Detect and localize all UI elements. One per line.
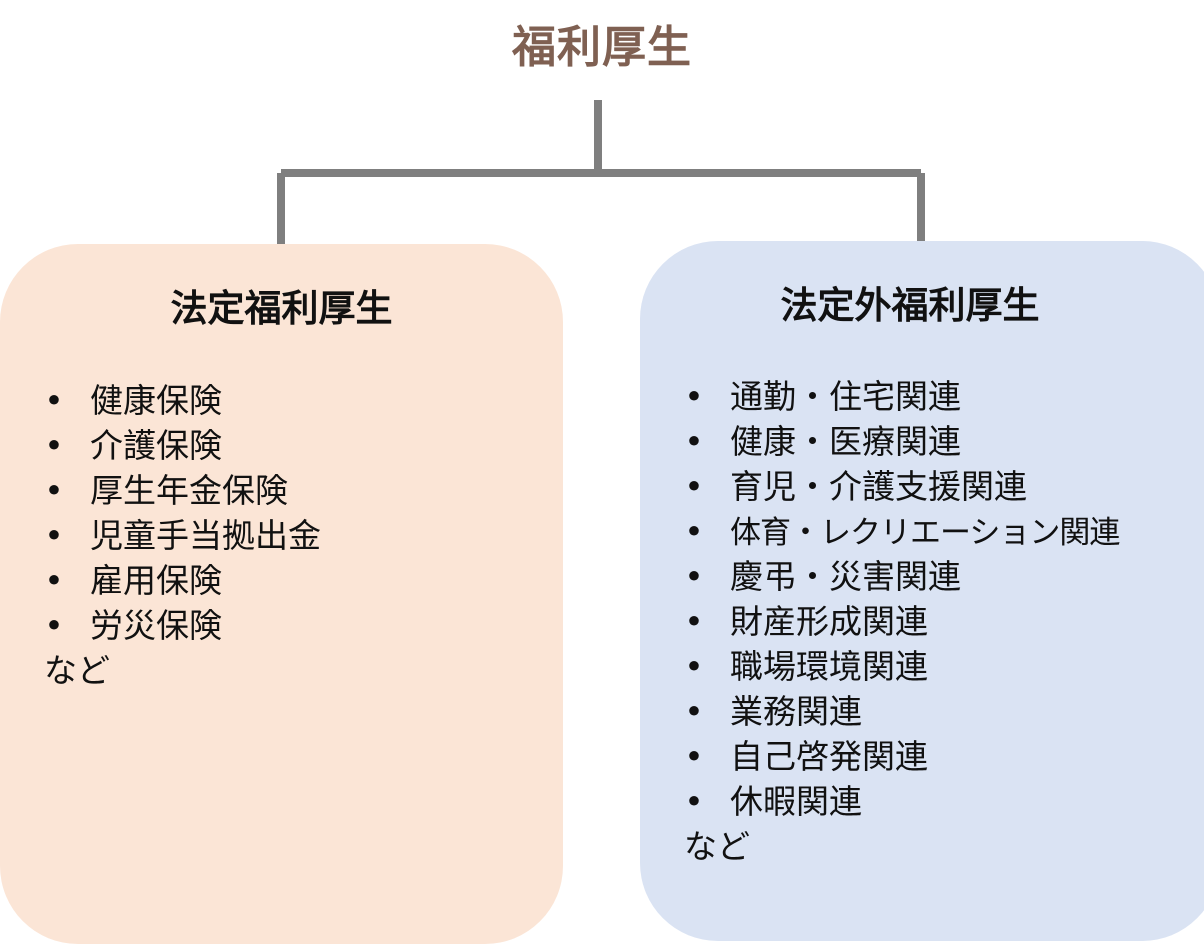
list-item: • 業務関連: [684, 689, 1119, 734]
list-item: • 職場環境関連: [684, 644, 1119, 689]
list-item: • 介護保険: [44, 423, 321, 468]
list-item: • 厚生年金保険: [44, 468, 321, 513]
non-statutory-welfare-list: • 通勤・住宅関連 • 健康・医療関連 • 育児・介護支援関連 • 体育・レクリエーショ…: [684, 374, 1120, 869]
list-tail-text: など: [44, 651, 110, 690]
list-item: • 休暇関連: [684, 779, 1119, 824]
list-item: • 体育・レクリエーション関連: [684, 509, 1120, 554]
non-statutory-welfare-box: 法定外福利厚生 • 通勤・住宅関連 • 健康・医療関連 • 育児・介護支援関連 • 体育…: [640, 241, 1204, 941]
bullet-icon: •: [44, 561, 64, 600]
bullet-icon: •: [44, 516, 64, 555]
bullet-icon: •: [44, 381, 64, 420]
list-item-label: 厚生年金保険: [90, 471, 288, 510]
bullet-icon: •: [684, 557, 704, 596]
bullet-icon: •: [44, 426, 64, 465]
list-item: • 通勤・住宅関連: [684, 374, 1119, 419]
list-item-label: 健康・医療関連: [730, 422, 961, 461]
list-item-label: 雇用保険: [90, 561, 222, 600]
list-item-label: 体育・レクリエーション関連: [730, 515, 1120, 551]
bullet-icon: •: [684, 692, 704, 731]
list-item: • 育児・介護支援関連: [684, 464, 1119, 509]
list-item-label: 職場環境関連: [730, 647, 928, 686]
list-item-label: 財産形成関連: [730, 602, 928, 641]
bullet-icon: •: [44, 471, 64, 510]
list-item: • 健康・医療関連: [684, 419, 1119, 464]
list-item-label: 育児・介護支援関連: [730, 467, 1027, 506]
bullet-icon: •: [684, 422, 704, 461]
list-item-label: 休暇関連: [730, 782, 862, 821]
list-item-label: 自己啓発関連: [730, 737, 928, 776]
bullet-icon: •: [684, 512, 704, 551]
bullet-icon: •: [684, 467, 704, 506]
list-item-label: 慶弔・災害関連: [730, 557, 961, 596]
bullet-icon: •: [684, 737, 704, 776]
root-title: 福利厚生: [512, 22, 692, 73]
list-item-label: 児童手当拠出金: [90, 516, 321, 555]
list-item: • 財産形成関連: [684, 599, 1119, 644]
list-item: • 慶弔・災害関連: [684, 554, 1119, 599]
bullet-icon: •: [684, 782, 704, 821]
bullet-icon: •: [684, 602, 704, 641]
bullet-icon: •: [684, 647, 704, 686]
list-item: • 自己啓発関連: [684, 734, 1119, 779]
bullet-icon: •: [44, 606, 64, 645]
statutory-welfare-title: 法定福利厚生: [170, 287, 393, 330]
list-item-label: 介護保険: [90, 426, 222, 465]
statutory-welfare-box: 法定福利厚生 • 健康保険 • 介護保険 • 厚生年金保険 • 児童手当拠出金 • 雇用保…: [0, 244, 563, 944]
list-item: • 雇用保険: [44, 558, 321, 603]
list-item-label: 通勤・住宅関連: [730, 377, 961, 416]
list-item-label: 健康保険: [90, 381, 222, 420]
list-item: • 労災保険: [44, 603, 321, 648]
list-tail-text: など: [684, 827, 750, 866]
non-statutory-welfare-title: 法定外福利厚生: [780, 284, 1040, 327]
connector-lines: [277, 100, 925, 246]
list-item-label: 労災保険: [90, 606, 222, 645]
statutory-welfare-list: • 健康保険 • 介護保険 • 厚生年金保険 • 児童手当拠出金 • 雇用保険 • 労災保険…: [44, 378, 321, 693]
list-item-label: 業務関連: [730, 692, 862, 731]
list-item: • 健康保険: [44, 378, 321, 423]
list-item: • 児童手当拠出金: [44, 513, 321, 558]
bullet-icon: •: [684, 377, 704, 416]
